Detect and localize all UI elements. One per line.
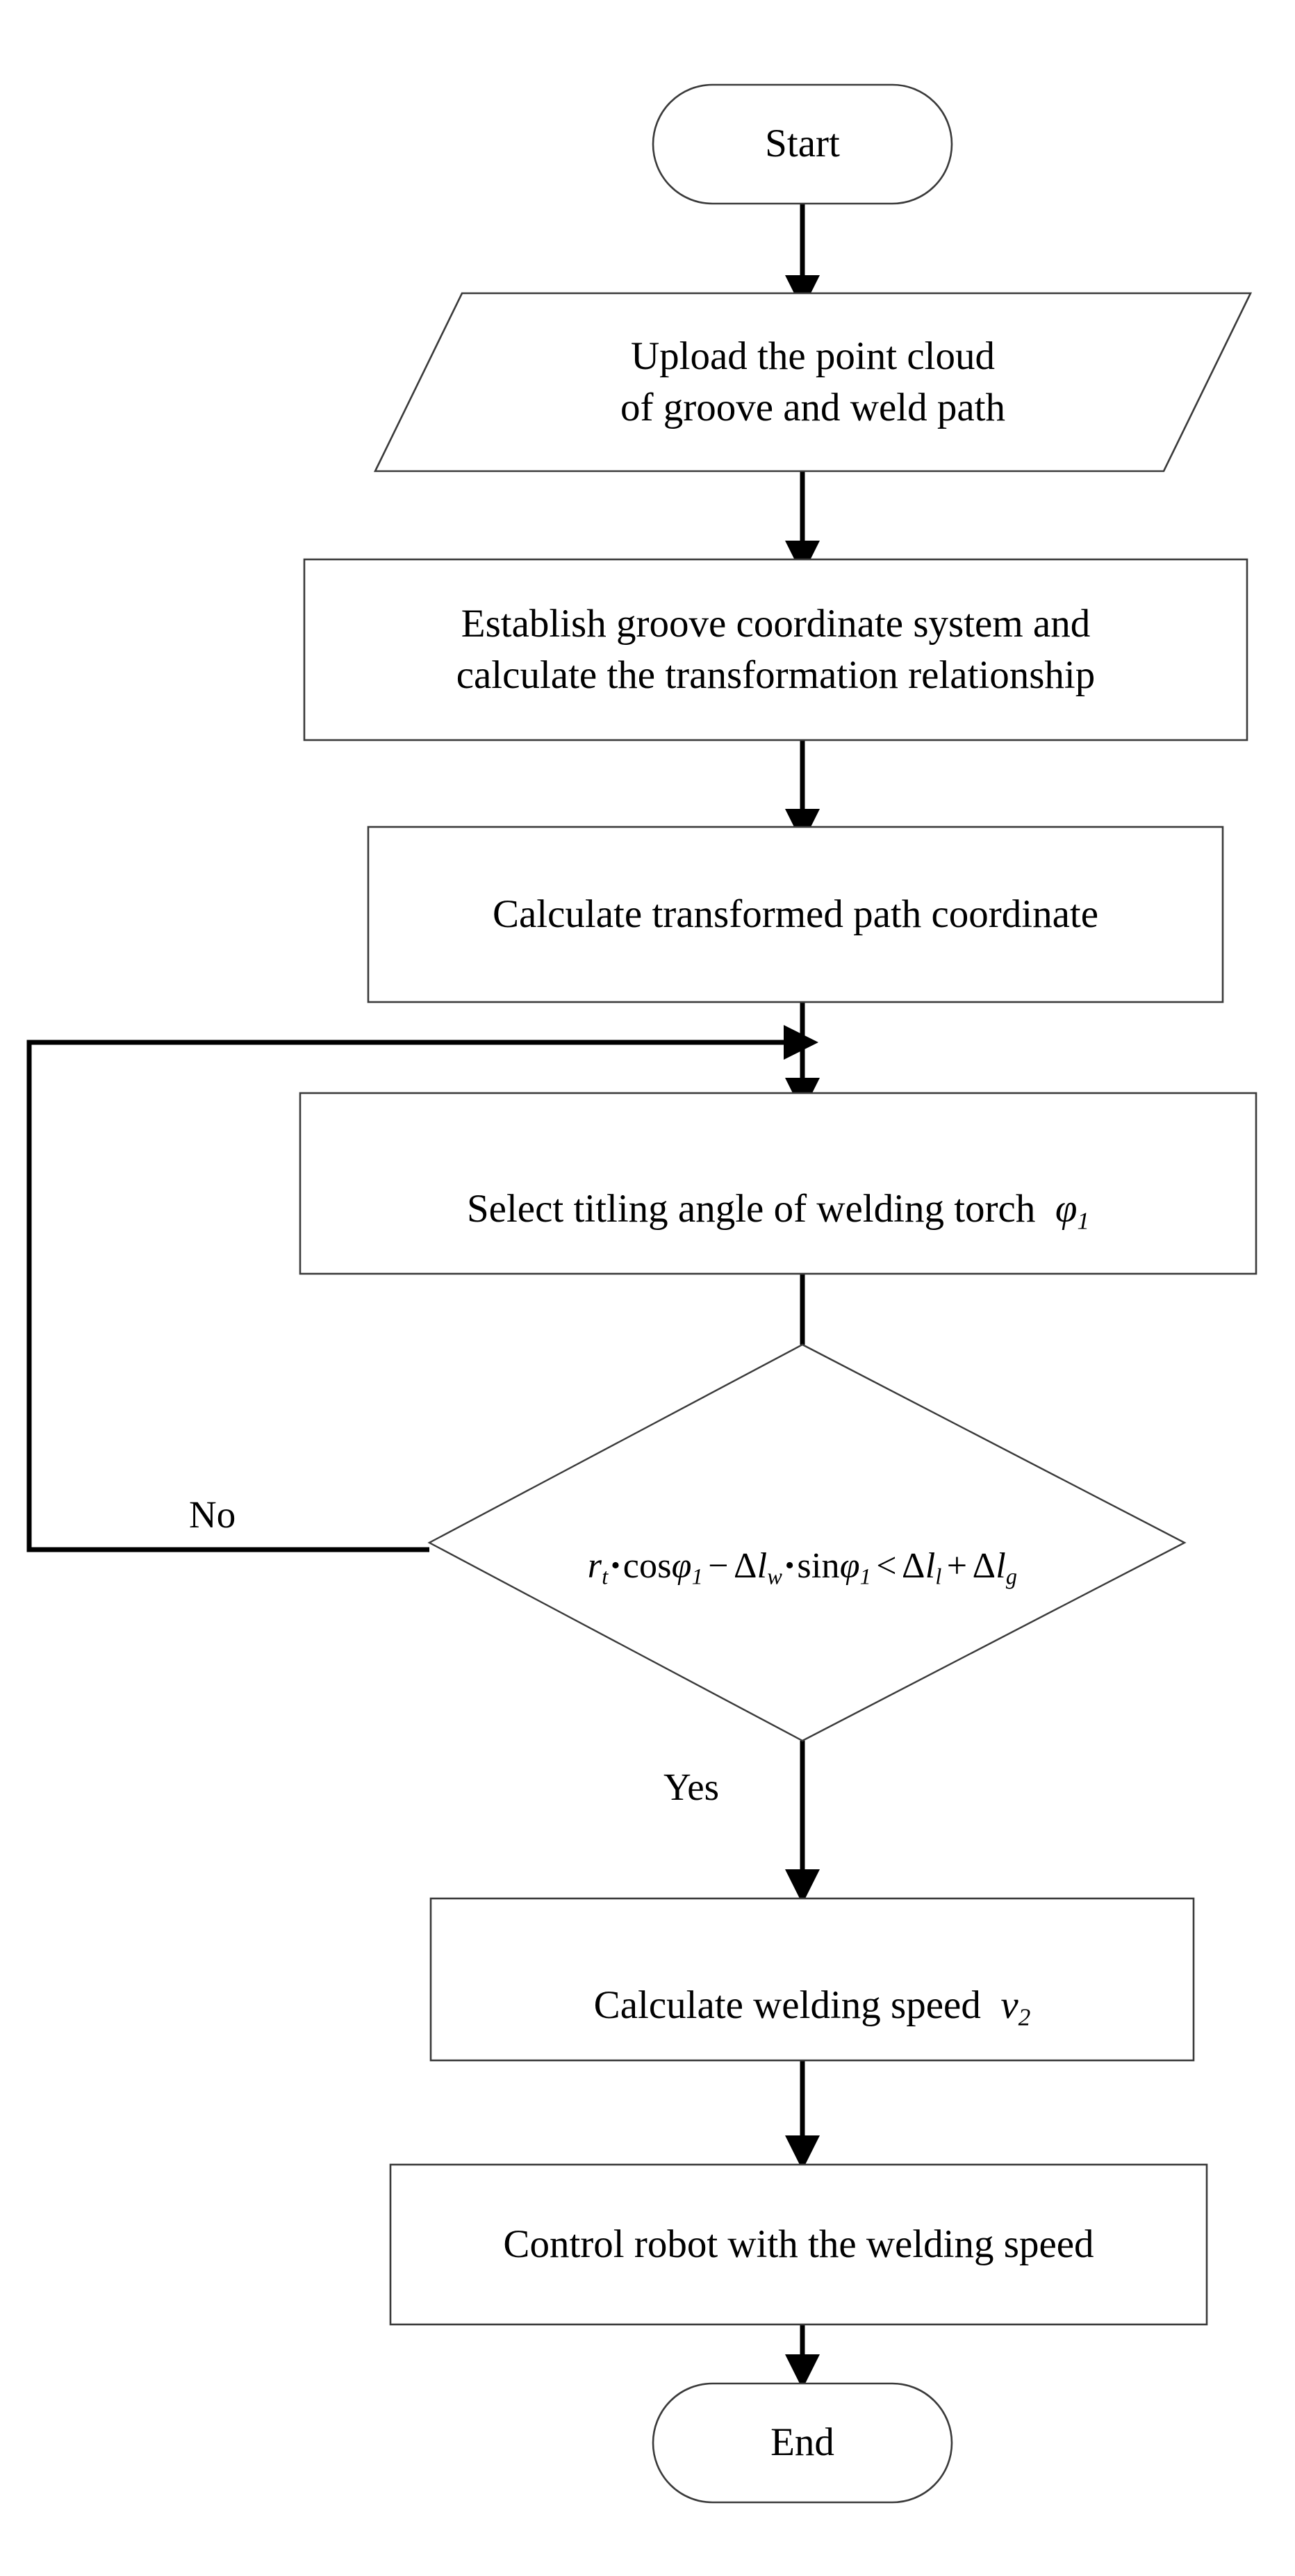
- node-start-shape: [652, 83, 953, 205]
- edge-decision-yes-to-calcspeed: [785, 1741, 820, 1904]
- node-transform-shape: [367, 826, 1224, 1003]
- edge-calcspeed-to-controlrobot: [785, 2060, 820, 2170]
- edge-upload-to-establish: [785, 471, 820, 575]
- edge-controlrobot-to-end: [785, 2324, 820, 2389]
- node-establish-shape: [303, 558, 1248, 741]
- node-upload-shape: [373, 292, 1253, 473]
- edge-decision-no-loopback: [26, 1025, 818, 1552]
- node-decision-shape: [427, 1343, 1187, 1742]
- node-end-shape: [652, 2382, 953, 2504]
- node-select-angle-shape: [299, 1092, 1257, 1275]
- edge-label-no: No: [189, 1493, 236, 1536]
- node-calc-speed-shape: [429, 1897, 1195, 2062]
- edge-label-yes: Yes: [663, 1766, 720, 1808]
- node-control-robot-shape: [389, 2163, 1208, 2326]
